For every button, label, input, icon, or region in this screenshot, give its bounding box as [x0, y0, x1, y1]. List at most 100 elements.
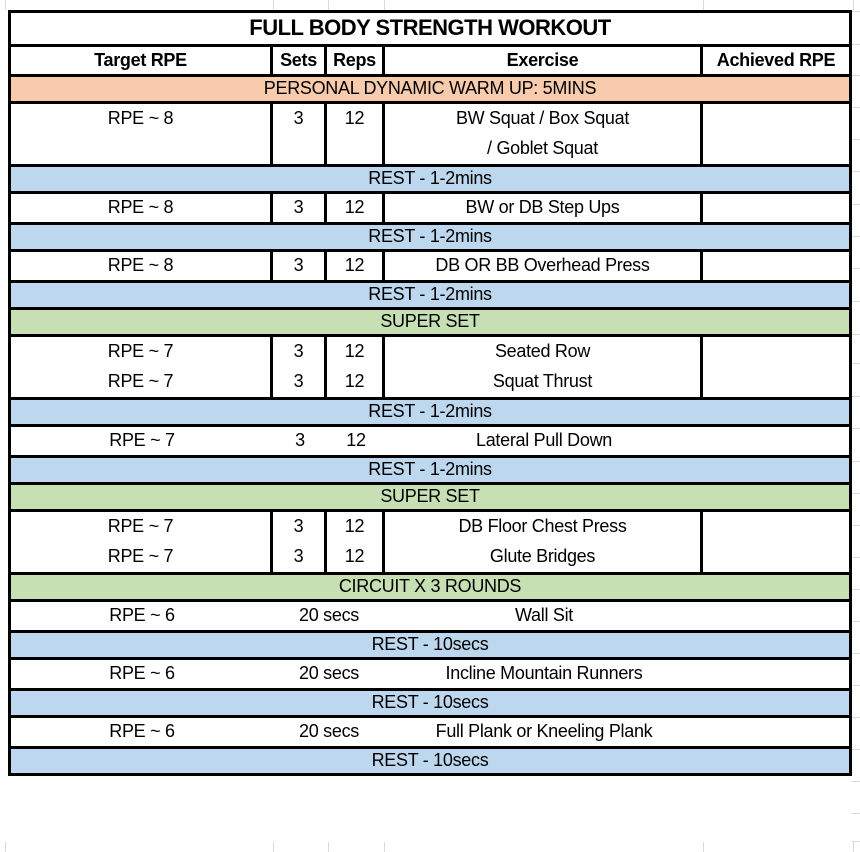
banner-rest-10[interactable]: REST - 10secs — [11, 688, 849, 715]
cell-exercise[interactable]: Seated Row Squat Thrust — [385, 337, 703, 397]
banner-rest[interactable]: REST - 1-2mins — [11, 280, 849, 307]
gridline-stub — [852, 621, 860, 622]
cell-target-rpe[interactable]: RPE ~ 7 RPE ~ 7 — [11, 512, 273, 572]
header-sets: Sets — [273, 47, 327, 74]
achieved-rpe-cell[interactable] — [703, 512, 849, 572]
cell-sets[interactable]: 3 — [273, 252, 327, 280]
banner-rest-label: REST - 1-2mins — [368, 284, 492, 305]
gridline-stub — [852, 44, 860, 45]
cell-exercise: Wall Sit — [515, 605, 573, 626]
gridline-stub — [852, 717, 860, 718]
banner-circuit[interactable]: CIRCUIT X 3 ROUNDS — [11, 572, 849, 599]
cell-exercise[interactable]: DB Floor Chest Press Glute Bridges — [385, 512, 703, 572]
gridline-stub — [703, 842, 704, 852]
cell-sets[interactable]: 3 — [273, 194, 327, 222]
banner-rest[interactable]: REST - 1-2mins — [11, 164, 849, 191]
header-target-rpe: Target RPE — [11, 47, 273, 74]
gridline-stub — [853, 842, 854, 852]
cell-reps[interactable]: 12 12 — [327, 337, 385, 397]
cell-target-rpe: RPE ~ 6 — [109, 605, 175, 626]
gridline-stub — [852, 204, 860, 205]
page-title: FULL BODY STRENGTH WORKOUT — [249, 15, 611, 41]
gridline-stub — [852, 461, 860, 462]
title-row: FULL BODY STRENGTH WORKOUT — [11, 13, 849, 44]
cell-exercise[interactable]: BW Squat / Box Squat / Goblet Squat — [385, 104, 703, 164]
header-achieved-rpe: Achieved RPE — [716, 49, 836, 70]
gridline-stub — [852, 841, 860, 842]
gridline-stub — [852, 11, 860, 12]
cell-target-rpe[interactable]: RPE ~ 8 — [11, 104, 273, 164]
cell-target-rpe[interactable]: RPE ~ 8 — [11, 252, 273, 280]
exercise-row-step-ups: RPE ~ 8 3 12 BW or DB Step Ups — [11, 191, 849, 222]
banner-rest[interactable]: REST - 1-2mins — [11, 397, 849, 424]
exercise-row-mountain-runners[interactable]: RPE ~ 6 20 secs Incline Mountain Runners — [11, 657, 849, 688]
cell-sets[interactable]: 3 3 — [273, 512, 327, 572]
gridline-stub — [852, 171, 860, 172]
cell-target-rpe: RPE ~ 6 — [109, 663, 175, 684]
achieved-rpe-cell — [703, 427, 849, 455]
cell-reps[interactable]: 12 — [327, 252, 385, 280]
gridline-stub — [852, 75, 860, 76]
exercise-row-wall-sit[interactable]: RPE ~ 6 20 secs Wall Sit — [11, 599, 849, 630]
header-reps: Reps — [327, 47, 385, 74]
achieved-rpe-cell[interactable] — [703, 194, 849, 222]
banner-rest-label: REST - 10secs — [371, 692, 489, 713]
cell-reps[interactable]: 12 — [327, 104, 385, 164]
cell-exercise: Full Plank or Kneeling Plank — [435, 721, 653, 742]
gridline-stub — [852, 396, 860, 397]
cell-target-rpe: RPE ~ 6 — [109, 721, 175, 742]
banner-rest-label: REST - 1-2mins — [368, 401, 492, 422]
gridline-stub — [852, 525, 860, 526]
cell-exercise: Incline Mountain Runners — [445, 663, 643, 684]
gridline-stub — [852, 685, 860, 686]
achieved-rpe-cell — [703, 718, 849, 746]
cell-exercise[interactable]: DB OR BB Overhead Press — [385, 252, 703, 280]
banner-super-set-label: SUPER SET — [380, 311, 480, 332]
banner-rest[interactable]: REST - 1-2mins — [11, 222, 849, 249]
gridline-stub — [852, 268, 860, 269]
gridline-stub — [5, 842, 6, 852]
cell-sets[interactable]: 3 3 — [273, 337, 327, 397]
gridline-stub — [852, 107, 860, 108]
cell-exercise[interactable]: BW or DB Step Ups — [385, 194, 703, 222]
exercise-row-overhead-press: RPE ~ 8 3 12 DB OR BB Overhead Press — [11, 249, 849, 280]
achieved-rpe-cell[interactable] — [703, 252, 849, 280]
cell-reps[interactable]: 12 — [327, 194, 385, 222]
exercise-row-lateral-pull-down[interactable]: RPE ~ 7 3 12 Lateral Pull Down — [11, 424, 849, 455]
gridline-stub — [852, 589, 860, 590]
header-exercise: Exercise — [385, 47, 703, 74]
gridline-stub — [852, 557, 860, 558]
cell-target-rpe[interactable]: RPE ~ 8 — [11, 194, 273, 222]
cell-target-rpe[interactable]: RPE ~ 7 RPE ~ 7 — [11, 337, 273, 397]
exercise-row-plank[interactable]: RPE ~ 6 20 secs Full Plank or Kneeling P… — [11, 715, 849, 746]
gridline-stub — [273, 0, 274, 10]
gridline-stub — [852, 493, 860, 494]
gridline-stub — [328, 842, 329, 852]
header-row: Target RPE Sets Reps Exercise Achieved R… — [11, 44, 849, 74]
cell-reps[interactable]: 12 12 — [327, 512, 385, 572]
banner-warmup[interactable]: PERSONAL DYNAMIC WARM UP: 5MINS — [11, 74, 849, 101]
banner-rest-10[interactable]: REST - 10secs — [11, 746, 849, 773]
banner-rest-10[interactable]: REST - 10secs — [11, 630, 849, 657]
gridline-stub — [852, 749, 860, 750]
achieved-rpe-cell[interactable] — [703, 104, 849, 164]
gridline-stub — [852, 653, 860, 654]
gridline-stub — [852, 236, 860, 237]
gridline-stub — [852, 813, 860, 814]
banner-rest[interactable]: REST - 1-2mins — [11, 455, 849, 482]
gridline-stub — [852, 428, 860, 429]
workout-table: FULL BODY STRENGTH WORKOUT Target RPE Se… — [8, 10, 852, 776]
achieved-rpe-cell — [703, 602, 849, 630]
gridline-stub — [852, 363, 860, 364]
cell-duration: 20 secs — [299, 663, 359, 684]
cell-sets[interactable]: 3 — [273, 104, 327, 164]
achieved-rpe-cell — [703, 660, 849, 688]
banner-super-set[interactable]: SUPER SET — [11, 482, 849, 509]
gridline-stub — [853, 0, 854, 10]
banner-rest-label: REST - 10secs — [371, 634, 489, 655]
banner-super-set[interactable]: SUPER SET — [11, 307, 849, 334]
gridline-stub — [852, 301, 860, 302]
cell-reps: 12 — [346, 430, 366, 451]
achieved-rpe-cell[interactable] — [703, 337, 849, 397]
